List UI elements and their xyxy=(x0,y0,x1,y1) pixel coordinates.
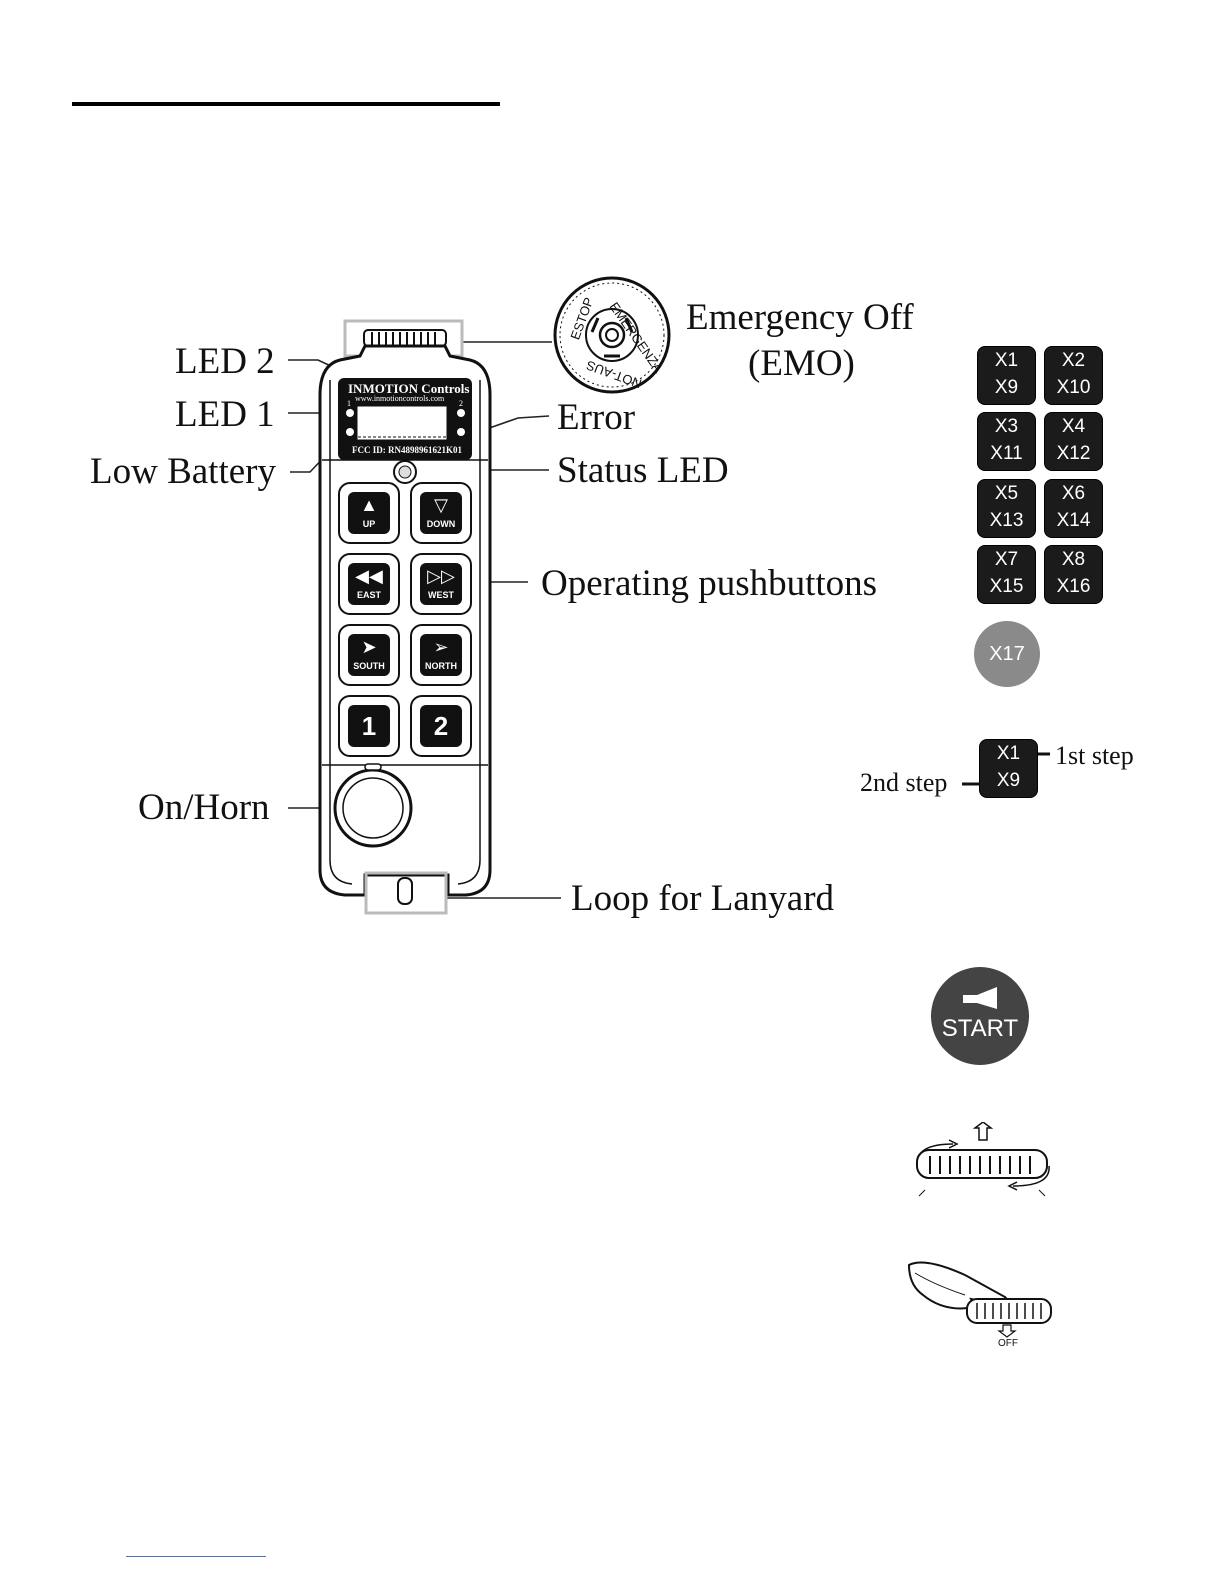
tilted-arrow-icon: ➤ xyxy=(361,637,377,657)
led-left-number: 1 xyxy=(347,399,351,408)
callout-emergency-off: Emergency Off xyxy=(686,297,914,338)
on-button-output-circle: X17 xyxy=(974,621,1040,687)
press-off-illustration xyxy=(907,1261,1052,1338)
first-step-label: 1st step xyxy=(1055,741,1134,770)
device-button-north: ➢ NORTH xyxy=(410,624,472,686)
device-button-1: 1 xyxy=(338,695,400,757)
horn-icon xyxy=(963,987,997,1009)
step-legend-bottom: X9 xyxy=(996,770,1021,791)
device-website: www.inmotioncontrols.com xyxy=(355,394,445,403)
off-label: OFF xyxy=(998,1338,1018,1349)
callout-emo: (EMO) xyxy=(748,343,855,384)
step-legend-top: X1 xyxy=(996,743,1021,764)
output-second-step: X16 xyxy=(1056,576,1091,597)
step-legend-tile: X1 X9 xyxy=(980,740,1037,797)
output-first-step: X5 xyxy=(994,483,1019,504)
double-left-arrow-icon: ◀◀ xyxy=(355,566,383,586)
device-button-south: ➤ SOUTH xyxy=(338,624,400,686)
estop-knob-top-view xyxy=(553,276,671,394)
output-first-step: X4 xyxy=(1061,416,1086,437)
down-arrow-icon xyxy=(997,1324,1017,1338)
second-step-label: 2nd step xyxy=(860,768,948,797)
rotate-arrow-icon xyxy=(916,1143,954,1167)
start-button: START xyxy=(931,967,1029,1065)
output-second-step: X10 xyxy=(1056,377,1091,398)
device-button-up: ▲ UP xyxy=(338,482,400,544)
double-right-arrow-icon: ▷▷ xyxy=(427,566,455,586)
output-second-step: X12 xyxy=(1056,443,1091,464)
callout-on-horn: On/Horn xyxy=(138,787,270,828)
device-button-label: SOUTH xyxy=(353,661,385,671)
device-button-west: ▷▷ WEST xyxy=(410,553,472,615)
device-button-label: 2 xyxy=(433,711,449,741)
emo-knob-top xyxy=(343,319,464,358)
callout-led1: LED 1 xyxy=(175,394,275,435)
device-button-label: UP xyxy=(362,519,376,529)
up-arrow-icon xyxy=(972,1122,994,1141)
led-right-number: 2 xyxy=(459,399,463,408)
section-heading-rule xyxy=(72,102,500,106)
output-second-step: X14 xyxy=(1056,510,1091,531)
footer-link-underline xyxy=(126,1556,266,1557)
step-legend-lines xyxy=(962,752,1050,786)
callout-loop-for-lanyard: Loop for Lanyard xyxy=(571,878,835,919)
device-button-label: NORTH xyxy=(425,661,457,671)
device-button-label: 1 xyxy=(361,711,377,741)
output-first-step: X6 xyxy=(1061,483,1086,504)
device-button-label: WEST xyxy=(428,590,454,600)
output-second-step: X13 xyxy=(989,510,1024,531)
output-first-step: X3 xyxy=(994,416,1019,437)
callout-operating-pushbuttons: Operating pushbuttons xyxy=(541,563,878,604)
output-second-step: X11 xyxy=(990,443,1023,464)
device-button-2: 2 xyxy=(410,695,472,757)
tree-down-arrow-icon: ▽ xyxy=(434,495,448,515)
output-first-step: X8 xyxy=(1061,549,1086,570)
callout-led2: LED 2 xyxy=(175,341,275,382)
output-second-step: X9 xyxy=(994,377,1019,398)
twist-release-illustration xyxy=(916,1122,1050,1197)
callout-error: Error xyxy=(557,397,636,438)
device-button-east: ◀◀ EAST xyxy=(338,553,400,615)
tree-up-arrow-icon: ▲ xyxy=(360,495,378,515)
output-first-step: X7 xyxy=(994,549,1019,570)
device-button-label: EAST xyxy=(356,590,381,600)
device-button-down: ▽ DOWN xyxy=(410,482,472,544)
device-fcc-id: FCC ID: RN4898961621K01 xyxy=(352,445,462,455)
output-first-step: X1 xyxy=(994,350,1019,371)
tilted-outline-arrow-icon: ➢ xyxy=(433,637,449,657)
device-button-label: DOWN xyxy=(426,519,456,529)
callout-status-led: Status LED xyxy=(557,450,729,491)
output-first-step: X2 xyxy=(1061,350,1086,371)
device-brand: INMOTION Controls xyxy=(348,381,470,396)
start-button-label: START xyxy=(941,1015,1019,1042)
callout-low-battery: Low Battery xyxy=(90,451,276,492)
output-second-step: X15 xyxy=(989,576,1024,597)
